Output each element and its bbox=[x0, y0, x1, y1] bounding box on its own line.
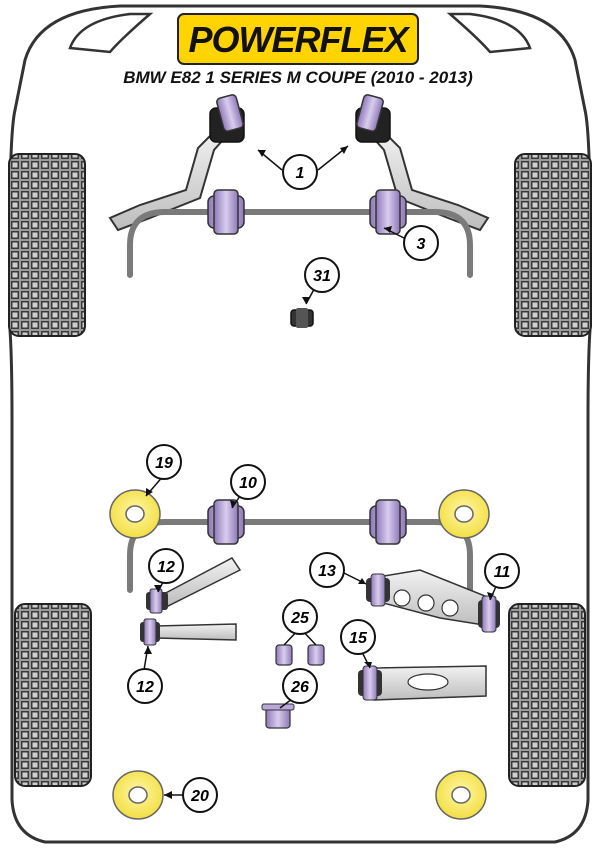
callout-12-lower: 12 bbox=[127, 668, 163, 704]
part-26-bush bbox=[261, 703, 295, 729]
rear-spring-mount-top-left bbox=[109, 489, 161, 539]
front-right-lamp bbox=[446, 12, 532, 54]
brand-text: POWERFLEX bbox=[188, 19, 410, 60]
rear-lower-arm bbox=[366, 569, 500, 633]
callout-19: 19 bbox=[146, 444, 182, 480]
front-left-lamp bbox=[68, 12, 154, 54]
rear-link-lower bbox=[140, 618, 237, 646]
callout-12-lower-label: 12 bbox=[136, 679, 154, 696]
front-arb-bush-right bbox=[369, 189, 407, 235]
callout-20: 20 bbox=[182, 777, 218, 813]
part-31-bush bbox=[290, 308, 314, 328]
front-left-control-arm bbox=[108, 94, 245, 232]
car-body-outline bbox=[8, 4, 592, 844]
tyre-front-left bbox=[8, 153, 86, 337]
callout-15: 15 bbox=[340, 619, 376, 655]
callout-12-upper-label: 12 bbox=[157, 559, 175, 576]
callout-25-label: 25 bbox=[290, 610, 310, 627]
tyre-front-right bbox=[514, 153, 592, 337]
callout-10-label: 10 bbox=[239, 475, 257, 492]
rear-anti-roll-bar bbox=[127, 519, 473, 593]
front-arb-bush-left bbox=[207, 189, 245, 235]
callout-15-label: 15 bbox=[349, 630, 368, 647]
rear-spring-mount-top-right bbox=[438, 489, 490, 539]
callout-13: 13 bbox=[309, 552, 345, 588]
vehicle-title: BMW E82 1 SERIES M COUPE (2010 - 2013) bbox=[123, 68, 473, 87]
callout-26: 26 bbox=[282, 668, 318, 704]
callout-26-label: 26 bbox=[290, 679, 309, 696]
callout-10: 10 bbox=[230, 464, 266, 500]
callout-31: 31 bbox=[304, 257, 340, 293]
callout-1-label: 1 bbox=[296, 165, 305, 182]
callout-20-label: 20 bbox=[190, 788, 209, 805]
callout-19-label: 19 bbox=[155, 455, 173, 472]
rear-link-upper bbox=[146, 557, 242, 614]
callout-3: 3 bbox=[403, 225, 439, 261]
callout-11-label: 11 bbox=[494, 564, 511, 581]
callout-13-label: 13 bbox=[318, 563, 336, 580]
rear-arb-bush-left bbox=[207, 499, 245, 545]
part-25-bush-left bbox=[275, 644, 293, 666]
powerflex-logo: POWERFLEX bbox=[177, 13, 419, 65]
callout-3-label: 3 bbox=[417, 236, 426, 253]
rear-spring-mount-bottom-right bbox=[435, 770, 487, 820]
callout-25: 25 bbox=[282, 599, 318, 635]
front-right-control-arm bbox=[355, 94, 490, 232]
callout-11: 11 bbox=[484, 553, 520, 589]
rear-trailing-arm bbox=[358, 665, 487, 701]
part-25-bush-right bbox=[307, 644, 325, 666]
callout-31-label: 31 bbox=[313, 268, 331, 285]
tyre-rear-right bbox=[508, 603, 586, 787]
tyre-rear-left bbox=[14, 603, 92, 787]
front-anti-roll-bar bbox=[127, 209, 473, 278]
callout-12-upper: 12 bbox=[148, 548, 184, 584]
callout-1: 1 bbox=[282, 154, 318, 190]
rear-arb-bush-right bbox=[369, 499, 407, 545]
leader-arrows bbox=[144, 146, 494, 799]
rear-spring-mount-bottom-left bbox=[112, 770, 164, 820]
